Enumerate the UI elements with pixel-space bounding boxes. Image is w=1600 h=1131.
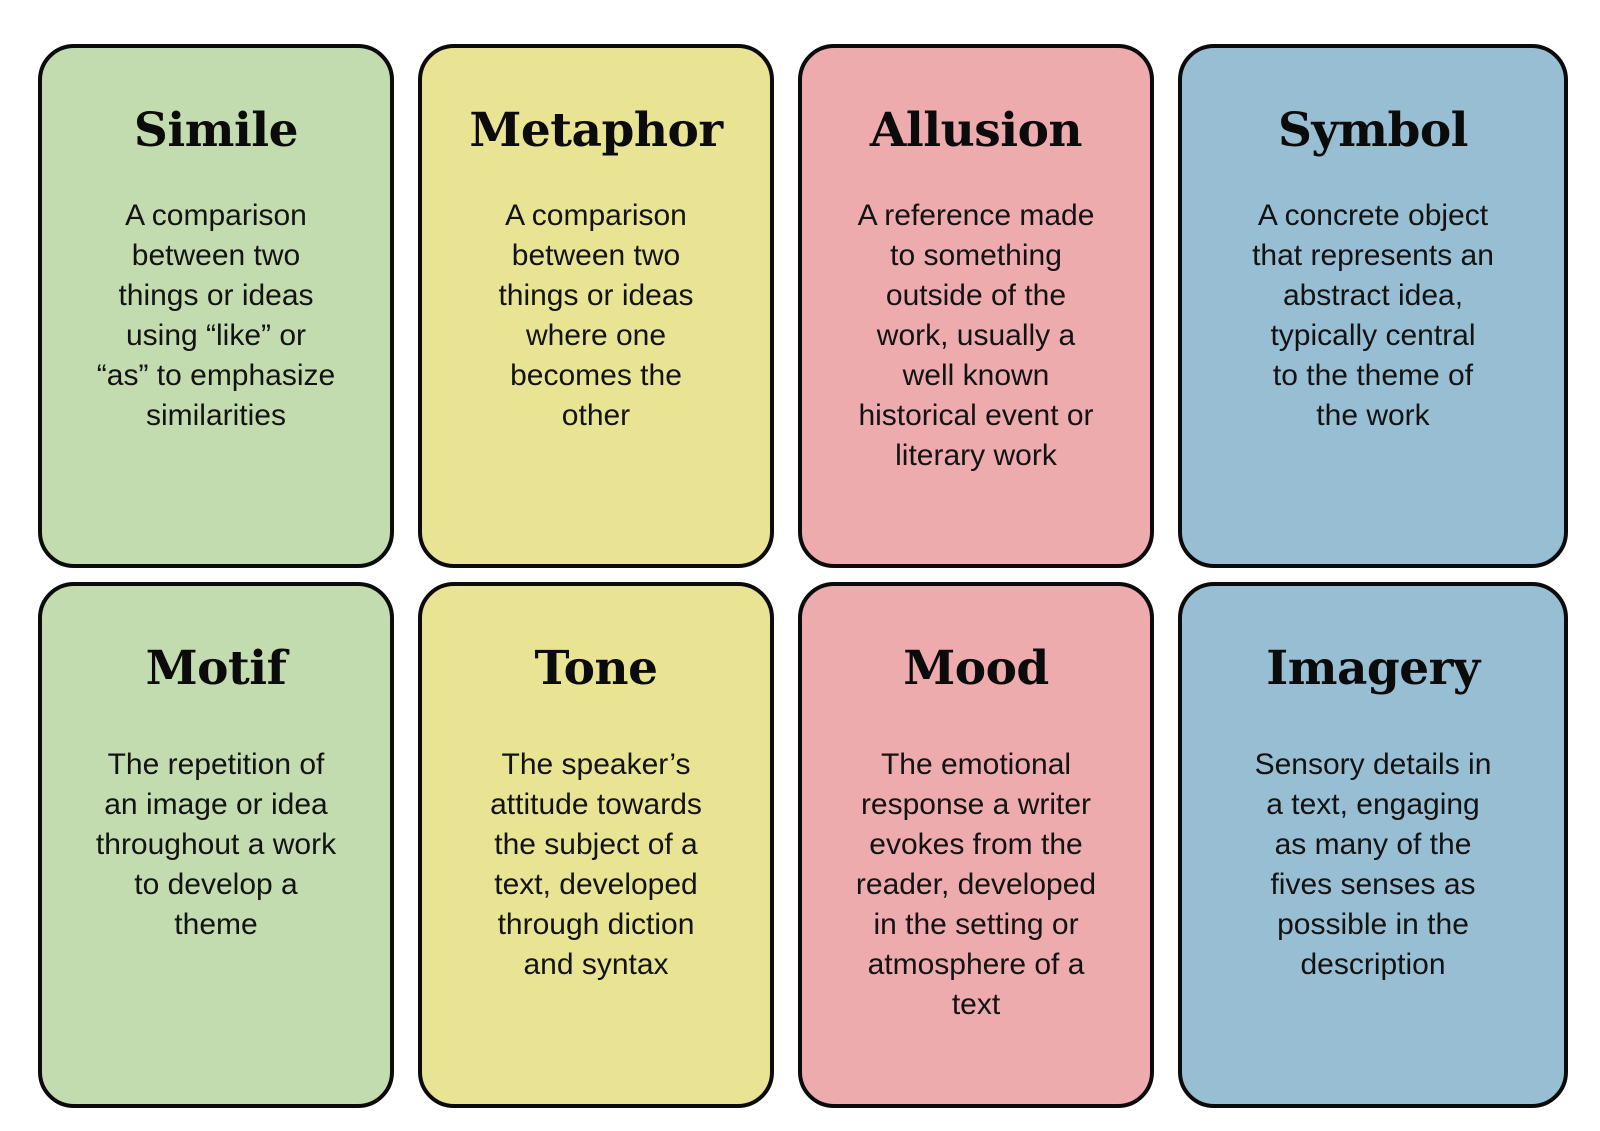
- card-description: A reference made to something outside of…: [857, 199, 1095, 472]
- card-mood[interactable]: Mood The emotional response a writer evo…: [798, 582, 1154, 1108]
- card-metaphor[interactable]: Metaphor A comparison between two things…: [418, 44, 774, 568]
- card-description: A comparison between two things or ideas…: [498, 199, 694, 432]
- card-description: The emotional response a writer evokes f…: [855, 748, 1097, 1021]
- card-description: A concrete object that represents an abs…: [1252, 199, 1494, 432]
- card-description: Sensory details in a text, engaging as m…: [1254, 748, 1492, 981]
- card-motif[interactable]: Motif The repetition of an image or idea…: [38, 582, 394, 1108]
- card-title: Motif: [145, 641, 287, 696]
- card-title: Mood: [903, 641, 1049, 696]
- card-title: Symbol: [1277, 103, 1469, 158]
- card-description: A comparison between two things or ideas…: [96, 199, 336, 432]
- card-description: The repetition of an image or idea throu…: [95, 748, 337, 941]
- card-tone[interactable]: Tone The speaker’s attitude towards the …: [418, 582, 774, 1108]
- card-allusion[interactable]: Allusion A reference made to something o…: [798, 44, 1154, 568]
- card-imagery[interactable]: Imagery Sensory details in a text, engag…: [1178, 582, 1568, 1108]
- card-title: Tone: [534, 641, 658, 696]
- card-title: Allusion: [869, 103, 1083, 158]
- card-symbol[interactable]: Symbol A concrete object that represents…: [1178, 44, 1568, 568]
- card-description: The speaker’s attitude towards the subje…: [490, 748, 702, 981]
- card-title: Imagery: [1266, 641, 1480, 696]
- card-simile[interactable]: Simile A comparison between two things o…: [38, 44, 394, 568]
- card-title: Simile: [133, 103, 299, 158]
- card-title: Metaphor: [469, 103, 723, 158]
